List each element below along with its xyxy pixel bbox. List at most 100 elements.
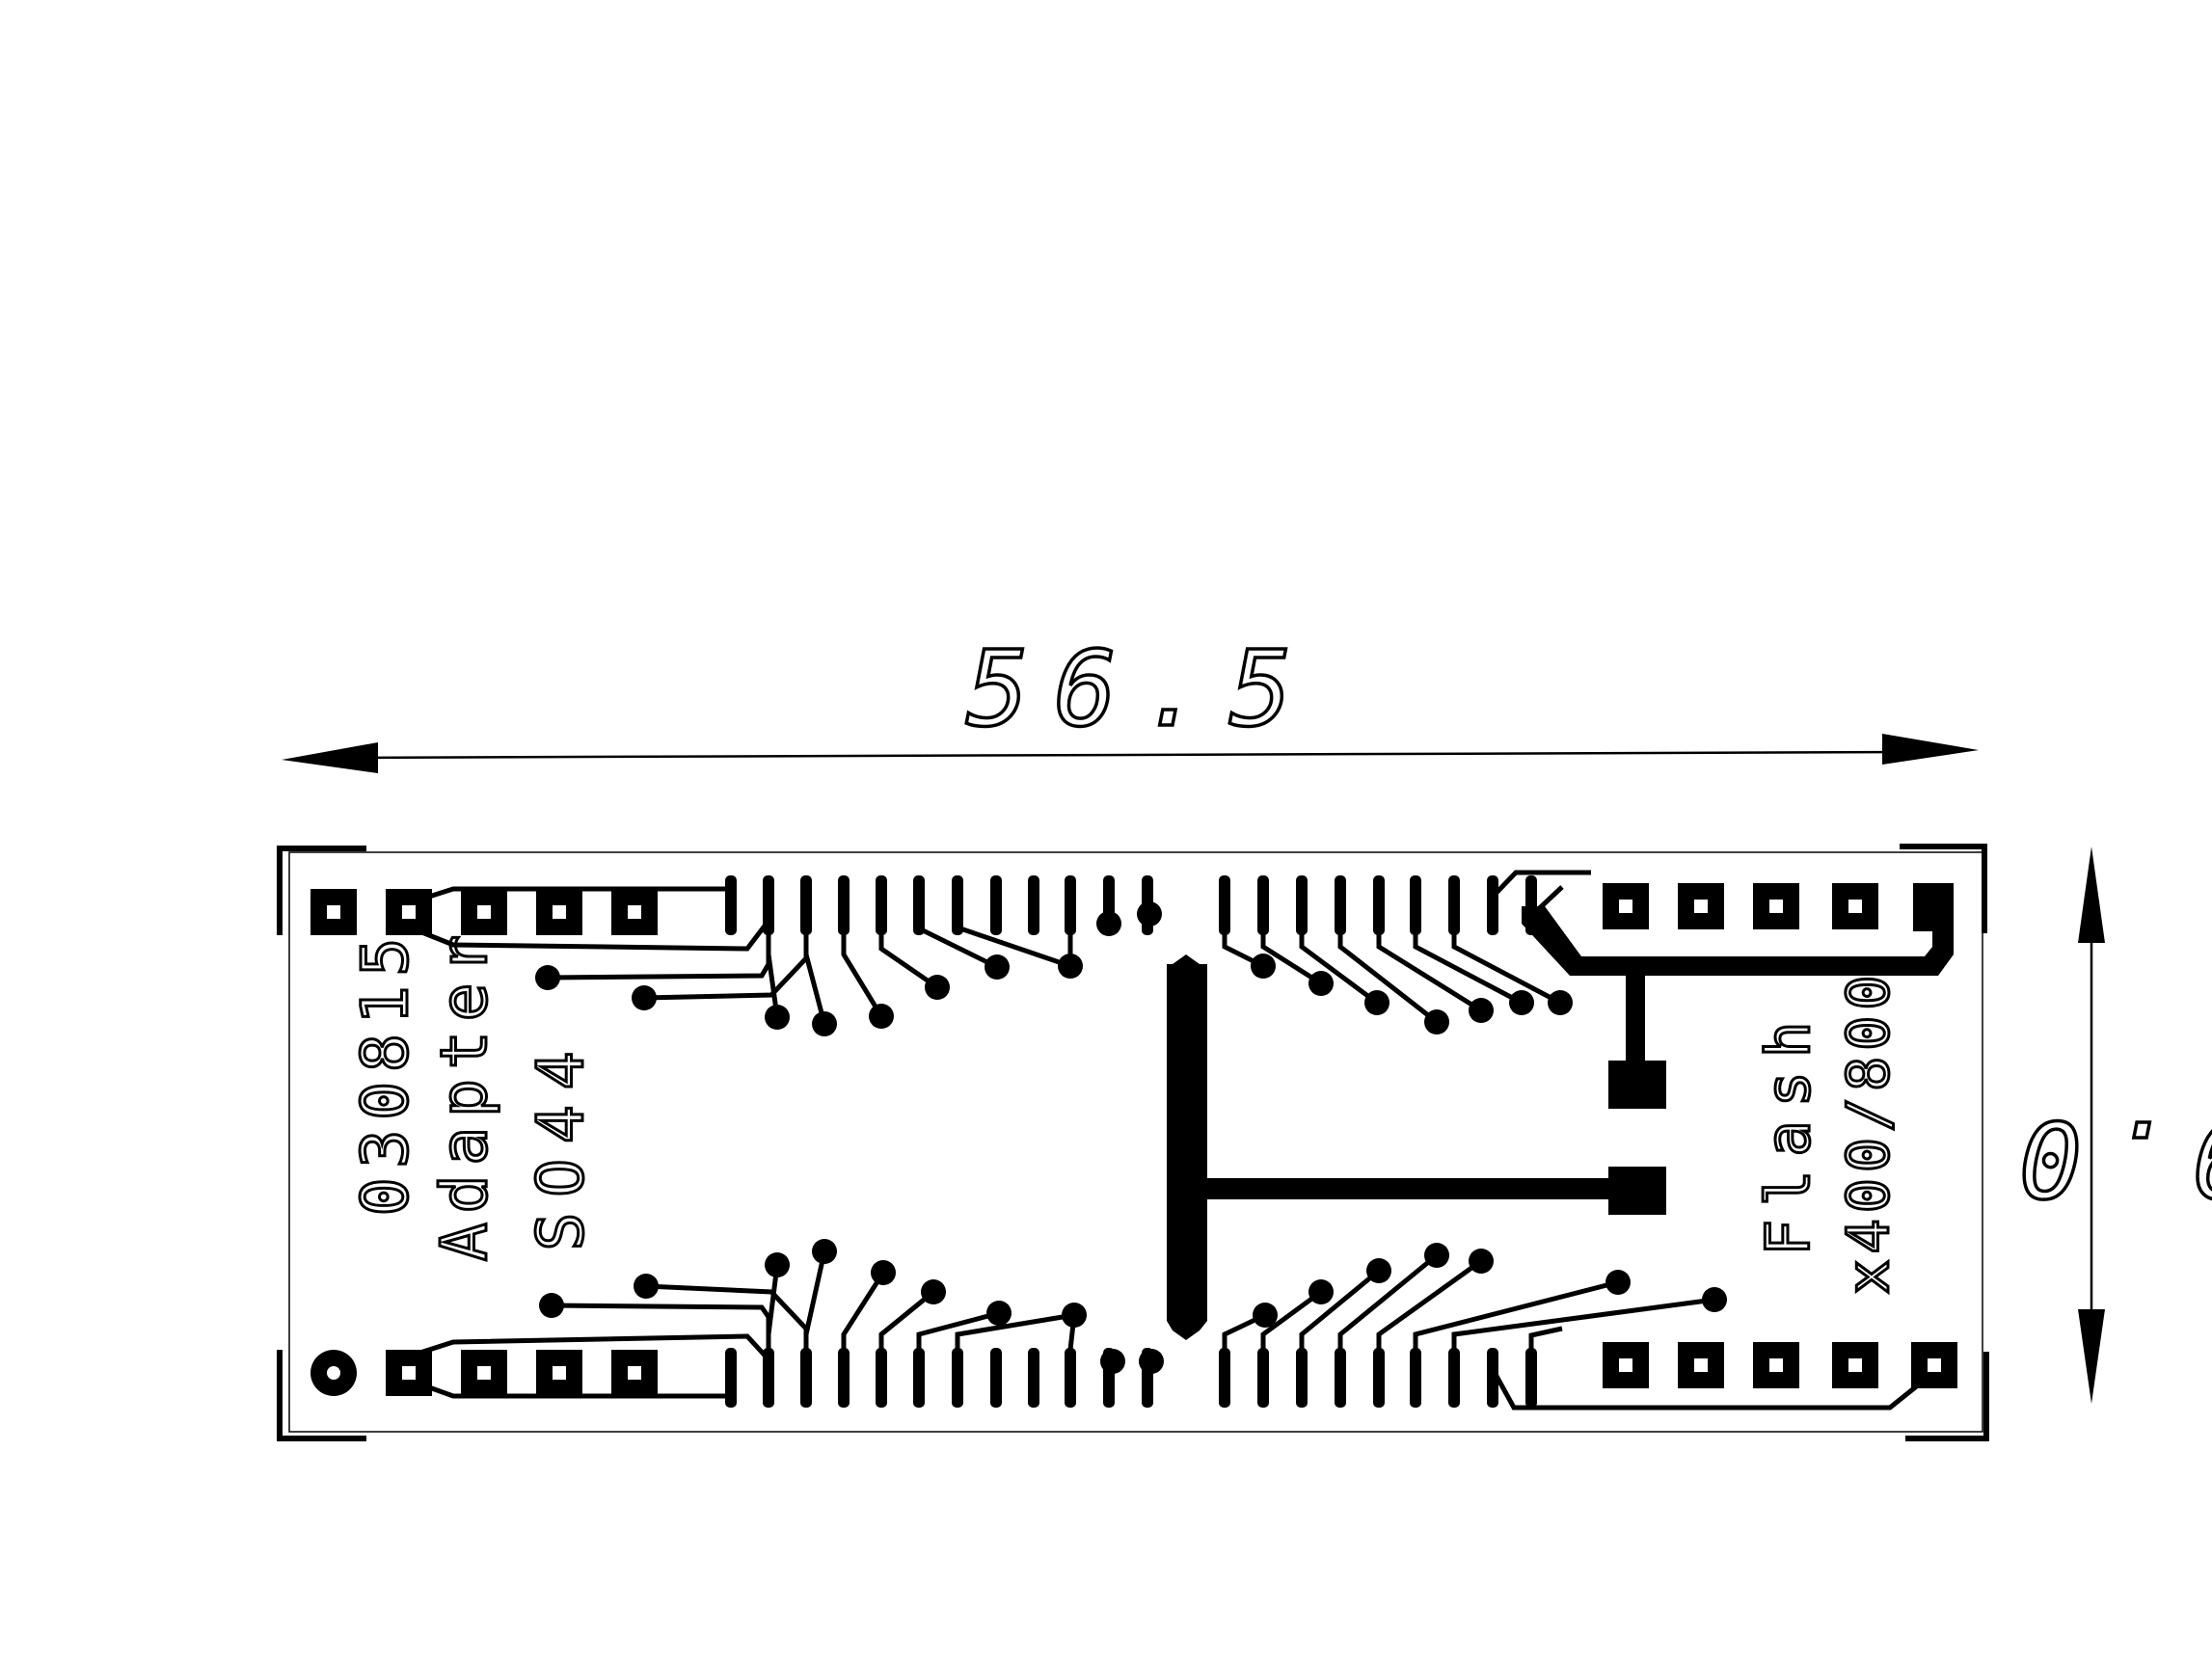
via [1062, 1303, 1087, 1328]
via [869, 1004, 894, 1029]
arrow-left-icon [282, 742, 378, 773]
smd-finger [1448, 1348, 1460, 1408]
smd-finger [1335, 875, 1346, 935]
trace [1376, 1258, 1483, 1350]
via [634, 1274, 659, 1299]
trace [955, 1312, 1075, 1350]
trace [1337, 933, 1439, 1024]
pad-hole [1769, 900, 1783, 913]
via [1548, 990, 1573, 1015]
smd-finger [1219, 1348, 1230, 1408]
via [1139, 1349, 1164, 1374]
via [1058, 954, 1083, 979]
smd-finger [952, 875, 963, 935]
pad-hole [402, 905, 416, 919]
via [1251, 954, 1276, 979]
via [765, 1252, 790, 1277]
smd-finger [1525, 875, 1537, 935]
pad-hole [1848, 1358, 1862, 1372]
trace [841, 1271, 886, 1350]
smd-finger [952, 1348, 963, 1408]
pad-hole [1694, 900, 1708, 913]
smd-finger [990, 875, 1002, 935]
trace [1222, 1312, 1267, 1350]
trace [916, 924, 999, 970]
via [925, 975, 950, 1000]
via [1469, 998, 1494, 1023]
via [985, 954, 1010, 980]
arrow-up-icon [2078, 846, 2105, 943]
board-outline [277, 844, 1989, 1441]
pad-hole [402, 1366, 416, 1380]
pad-hole [1619, 1358, 1632, 1372]
trace [1260, 1289, 1323, 1350]
pad-hole [628, 1366, 641, 1380]
via [871, 1260, 896, 1285]
smd-finger [800, 875, 812, 935]
trace [1528, 885, 1564, 933]
via [986, 1301, 1012, 1326]
width-label: 56.5 [966, 630, 1317, 750]
via [1253, 1303, 1278, 1328]
smd-finger [990, 1348, 1002, 1408]
smd-finger [800, 1348, 812, 1408]
smd-finger [1373, 875, 1385, 935]
signal-traces [404, 870, 1940, 1411]
via [812, 1011, 837, 1036]
via [539, 1293, 564, 1318]
pad-hole [1619, 900, 1632, 913]
width-dimension: 56.5 [282, 628, 1979, 773]
trace [916, 1310, 1000, 1350]
smd-finger [1410, 1348, 1421, 1408]
smd-finger [1065, 1348, 1076, 1408]
board-text: 030815 Adapter SO44 Flash x400/800 [347, 924, 1904, 1296]
trace [1413, 1279, 1619, 1350]
trace [841, 933, 884, 1018]
via [1366, 1258, 1391, 1283]
trace [1451, 1297, 1715, 1350]
pad-hole [553, 905, 566, 919]
smd-finger [1257, 875, 1269, 935]
smd-finger [1219, 875, 1230, 935]
pad-hole [1928, 1358, 1941, 1372]
trace [1490, 1350, 1940, 1411]
smd-finger [1373, 1348, 1385, 1408]
smd-finger [1448, 875, 1460, 935]
via [1096, 911, 1121, 936]
trace [643, 933, 809, 1001]
smd-finger [838, 875, 850, 935]
smd-finger [876, 875, 887, 935]
pad-hole [1848, 900, 1862, 913]
power-traces [1167, 883, 1954, 1340]
smd-finger [763, 1348, 774, 1408]
trace [878, 1290, 935, 1350]
via [1469, 1249, 1494, 1274]
via [1424, 1243, 1449, 1268]
via [1100, 1349, 1125, 1374]
smd-finger [1065, 875, 1076, 935]
height-dimension: 19.0 [1994, 846, 2212, 1404]
via [1605, 1270, 1631, 1295]
smd-finger [1296, 875, 1308, 935]
package-label: SO44 [524, 1036, 598, 1251]
smd-finger [1028, 875, 1039, 935]
via [921, 1279, 946, 1304]
trace [1490, 870, 1591, 933]
smd-finger [1257, 1348, 1269, 1408]
pad-hole [1769, 1358, 1783, 1372]
via [1702, 1287, 1727, 1312]
pad-hole [327, 1366, 340, 1380]
vias [535, 901, 1727, 1374]
via [535, 965, 560, 990]
trace [645, 1283, 809, 1350]
adapter-label: Adapter [427, 926, 501, 1261]
pad-hole [477, 905, 491, 919]
smd-finger [913, 875, 925, 935]
trace [1528, 1326, 1563, 1350]
arrow-right-icon [1882, 734, 1979, 765]
trace [1299, 1269, 1381, 1350]
height-label: 19.0 [1996, 1097, 2212, 1218]
smd-finger [1410, 875, 1421, 935]
smd-finger [913, 1348, 925, 1408]
trace [878, 933, 939, 990]
